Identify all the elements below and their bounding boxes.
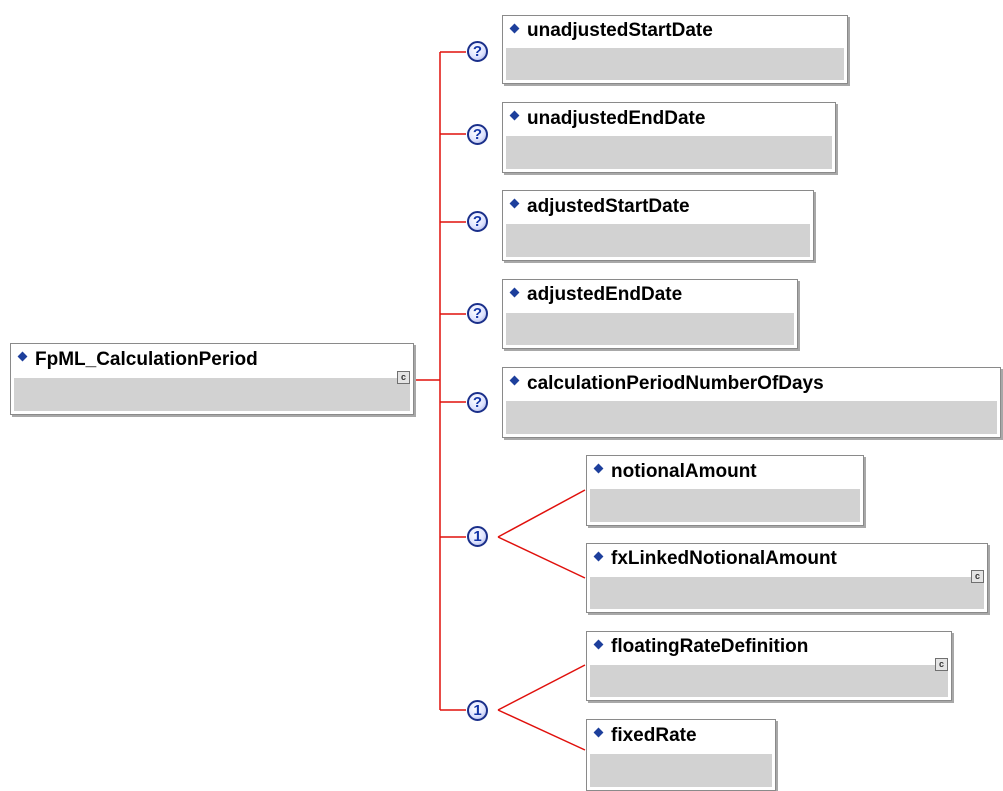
element-icon xyxy=(509,198,520,209)
node-body xyxy=(506,224,810,257)
node-label: FpML_CalculationPeriod xyxy=(35,348,258,370)
node-label: adjustedStartDate xyxy=(527,195,690,217)
node-label: notionalAmount xyxy=(611,460,757,482)
complex-type-icon: c xyxy=(397,371,410,384)
node-label: fixedRate xyxy=(611,724,697,746)
element-icon xyxy=(593,727,604,738)
node-label: calculationPeriodNumberOfDays xyxy=(527,372,824,394)
node-label: floatingRateDefinition xyxy=(611,636,809,658)
complex-type-icon: c xyxy=(935,658,948,671)
choice-badge[interactable]: 1 xyxy=(467,526,488,547)
node-adjusted-start-date[interactable]: adjustedStartDate xyxy=(502,190,814,261)
node-label: unadjustedEndDate xyxy=(527,107,706,129)
node-body xyxy=(506,48,844,80)
optional-badge[interactable]: ? xyxy=(467,211,488,232)
element-icon xyxy=(509,287,520,298)
node-body xyxy=(14,377,410,411)
optional-badge[interactable]: ? xyxy=(467,124,488,145)
node-body xyxy=(506,136,832,169)
node-floating-rate-definition[interactable]: floatingRateDefinition c xyxy=(586,631,952,701)
node-label: fxLinkedNotionalAmount xyxy=(611,548,837,570)
element-icon xyxy=(593,639,604,650)
node-root[interactable]: FpML_CalculationPeriod c xyxy=(10,343,414,415)
node-label: unadjustedStartDate xyxy=(527,20,713,42)
node-body xyxy=(506,401,997,434)
node-adjusted-end-date[interactable]: adjustedEndDate xyxy=(502,279,798,349)
element-icon xyxy=(509,375,520,386)
node-calculation-period-number-of-days[interactable]: calculationPeriodNumberOfDays xyxy=(502,367,1001,438)
element-icon xyxy=(509,23,520,34)
element-icon xyxy=(593,463,604,474)
optional-badge[interactable]: ? xyxy=(467,41,488,62)
node-body xyxy=(590,576,984,609)
node-notional-amount[interactable]: notionalAmount xyxy=(586,455,864,526)
node-body xyxy=(590,664,948,697)
node-body xyxy=(590,753,772,787)
node-fixed-rate[interactable]: fixedRate xyxy=(586,719,776,791)
optional-badge[interactable]: ? xyxy=(467,392,488,413)
element-icon xyxy=(509,110,520,121)
node-body xyxy=(506,312,794,345)
node-unadjusted-start-date[interactable]: unadjustedStartDate xyxy=(502,15,848,84)
element-icon xyxy=(17,351,28,362)
choice-badge[interactable]: 1 xyxy=(467,700,488,721)
node-unadjusted-end-date[interactable]: unadjustedEndDate xyxy=(502,102,836,173)
optional-badge[interactable]: ? xyxy=(467,303,488,324)
node-label: adjustedEndDate xyxy=(527,284,683,306)
complex-type-icon: c xyxy=(971,570,984,583)
element-icon xyxy=(593,551,604,562)
node-fx-linked-notional-amount[interactable]: fxLinkedNotionalAmount c xyxy=(586,543,988,613)
node-body xyxy=(590,489,860,522)
